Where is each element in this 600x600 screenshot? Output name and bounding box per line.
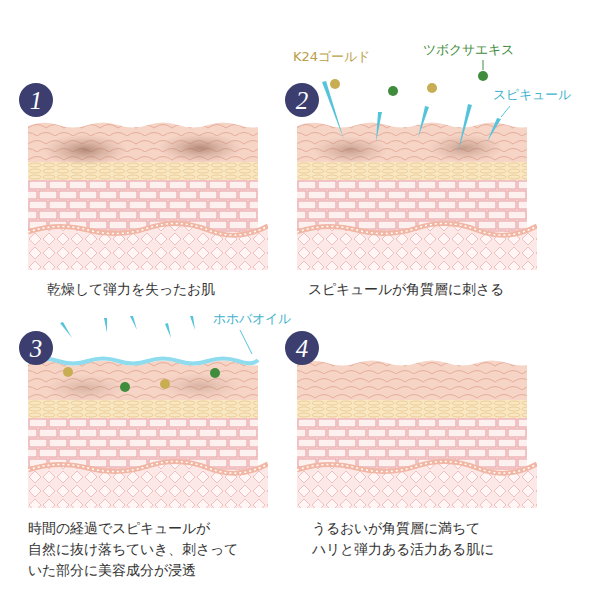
gold-dot xyxy=(427,83,437,93)
step-circle: 1 xyxy=(19,83,53,117)
ingredient-label: ツボクサエキス xyxy=(423,42,514,58)
gold-dot xyxy=(63,367,73,377)
extract-dot xyxy=(120,382,130,392)
step-circle: 3 xyxy=(19,331,53,365)
gold-dot xyxy=(330,79,340,89)
dry-spot xyxy=(43,134,127,166)
skin-section xyxy=(297,120,537,270)
ingredient-label: ホホバオイル xyxy=(213,311,291,327)
skin-section xyxy=(28,358,268,508)
leader-line xyxy=(483,60,484,70)
spicule-needles xyxy=(322,81,501,152)
step-number: 1 xyxy=(30,88,43,113)
skin-section xyxy=(297,358,537,508)
step-number: 2 xyxy=(296,88,309,113)
gold-dot xyxy=(160,379,170,389)
step-number: 3 xyxy=(30,336,43,361)
leader-line xyxy=(501,106,510,117)
caption: スピキュールが角質層に刺さる xyxy=(308,279,504,300)
extract-dot xyxy=(478,71,488,81)
falling-needles xyxy=(60,316,195,338)
ingredient-label: K24ゴールド xyxy=(293,49,370,65)
extract-dot xyxy=(388,86,398,96)
dry-spot xyxy=(45,374,125,402)
extract-dot xyxy=(210,368,220,378)
step-circle: 2 xyxy=(285,83,319,117)
caption: うるおいが角質層に満ちて ハリと弾力ある活力ある肌に xyxy=(312,518,557,560)
dry-spot xyxy=(158,133,242,163)
dry-spot xyxy=(427,134,503,162)
leader-line xyxy=(240,330,252,354)
skin-section xyxy=(28,120,268,270)
ingredient-label: スピキュール xyxy=(493,87,571,103)
caption: 乾燥して弾力を失ったお肌 xyxy=(47,279,215,300)
step-circle: 4 xyxy=(285,331,319,365)
dry-spot xyxy=(160,372,240,400)
caption: 時間の経過でスピキュールが 自然に抜け落ちていき、刺さって いた部分に美容成分が… xyxy=(28,518,273,581)
dry-spot xyxy=(312,136,388,164)
step-number: 4 xyxy=(296,336,309,361)
oil-layer xyxy=(28,359,258,364)
